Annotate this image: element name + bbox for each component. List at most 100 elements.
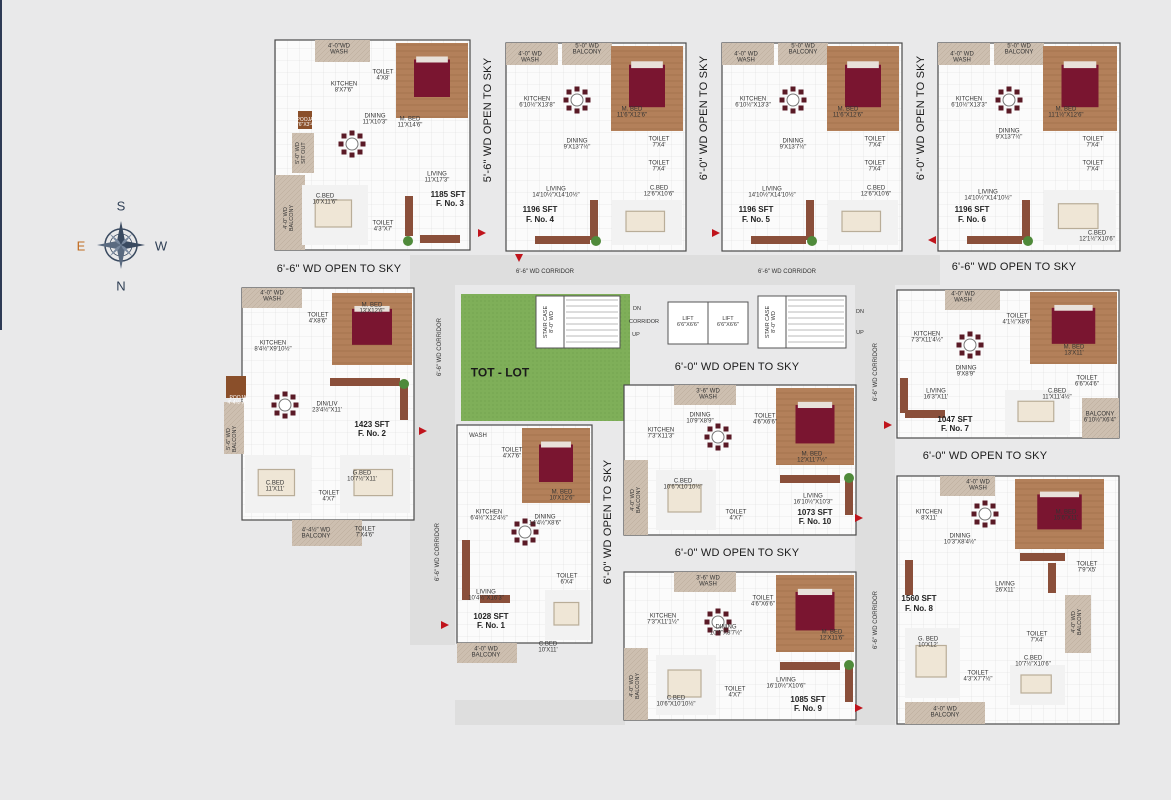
corridor-label: 6'-6" WD CORRIDOR: [758, 268, 816, 275]
flat-number-label: F. No. 6: [957, 214, 987, 224]
dining-chair: [978, 342, 984, 348]
wash-area: [315, 40, 370, 62]
bed-pillow: [797, 401, 833, 409]
bed-pillow: [416, 56, 448, 63]
sofa: [462, 540, 470, 600]
dining-chair: [1006, 86, 1012, 92]
wash-area: [506, 43, 558, 65]
flat-area-label: 1560 SFT: [901, 593, 937, 603]
single-bed: [915, 644, 947, 678]
dining-chair: [338, 141, 344, 147]
room-label: 4'-0" WD WASH: [734, 51, 758, 64]
room-label: DINING 10'3"X8'4½": [943, 533, 977, 546]
room-label: 4'-0" WD BALCONY: [629, 672, 641, 700]
room-label: DINING 9'X13'7½": [563, 138, 591, 151]
open-to-sky-label: 6'-0" WD OPEN TO SKY: [922, 450, 1048, 463]
room-label: LIVING 14'10½"X14'10½": [748, 186, 796, 199]
wash-area: [940, 476, 995, 496]
room-label: TOILET 7'9"X5': [1076, 561, 1098, 574]
balcony: [457, 643, 517, 663]
dining-chair: [790, 86, 796, 92]
flat-number-label: F. No. 3: [435, 198, 465, 208]
sofa: [1022, 200, 1030, 240]
dining-chair: [790, 108, 796, 114]
dining-chair: [522, 540, 528, 546]
room-label: C.BED 10'7½"X10'6": [1015, 655, 1051, 668]
flat-area-label: 1423 SFT: [354, 419, 390, 429]
dining-chair: [715, 423, 721, 429]
dining-chair: [982, 500, 988, 506]
dining-table: [278, 398, 292, 412]
balcony: [1082, 398, 1119, 438]
plant: [844, 660, 854, 670]
room-label: M. BED 12'X11'7½": [797, 451, 827, 464]
room-label: TOILET 6'6"X4'6": [1075, 375, 1099, 388]
room-label: 4'-0" WD BALCONY: [283, 204, 295, 232]
room-label: TOILET 7'X4': [1082, 160, 1104, 173]
room-label: LIVING 26'X11': [995, 581, 1015, 594]
bed: [1051, 307, 1096, 344]
wash-area: [938, 43, 990, 65]
balcony: [1065, 595, 1091, 653]
dining-chair: [956, 342, 962, 348]
dining-chair: [533, 529, 539, 535]
single-bed: [257, 468, 296, 497]
room-label: 3'-6" WD WASH: [696, 575, 720, 588]
room-label: C.BED 10'X11'6": [312, 193, 338, 206]
room-label: DINING 10'9"X8'7½": [709, 624, 743, 637]
wash-area: [722, 43, 774, 65]
single-bed: [314, 199, 353, 228]
plant: [399, 379, 409, 389]
room-label: TOILET 4'6"X6'6": [751, 595, 775, 608]
room-label: C.BED 12'6"X10'6": [643, 185, 675, 198]
room-label: KITCHEN 7'3"X11'3": [647, 427, 675, 440]
room-label: 4'-0" WD BALCONY: [630, 486, 642, 514]
staircase-label: STAIR CASE 8'-0" WD: [543, 305, 555, 339]
dining-chair: [715, 608, 721, 614]
bed: [845, 64, 881, 108]
edge-line: [0, 0, 2, 330]
room-label: G.BED 10'7½"X11': [347, 470, 377, 483]
open-to-sky-label: 6'-6" WD OPEN TO SKY: [276, 263, 402, 276]
bed-pillow: [541, 441, 571, 448]
dining-chair: [782, 89, 788, 95]
core: [535, 295, 847, 349]
room-label: KITCHEN 7'3"X11'1½": [647, 613, 679, 626]
flat-area-label: 1185 SFT: [430, 189, 466, 199]
room-label: KITCHEN 6'10½"X13'3": [951, 96, 987, 109]
dining-table: [570, 93, 584, 107]
room-label: DINING 9'X13'7½": [779, 138, 807, 151]
bed: [1061, 64, 1099, 108]
bed-pillow: [797, 588, 833, 596]
dining-chair: [585, 97, 591, 103]
room-label: KITCHEN 6'10½"X13'3": [735, 96, 771, 109]
dining-chair: [514, 537, 520, 543]
dining-chair: [1006, 108, 1012, 114]
flat-area-label: 1196 SFT: [522, 204, 558, 214]
dining-chair: [704, 619, 710, 625]
dining-chair: [975, 334, 981, 340]
bed-pillow: [1063, 61, 1097, 69]
flat-number-label: F. No. 8: [904, 603, 934, 613]
single-bed: [1020, 674, 1052, 694]
sofa: [535, 236, 590, 244]
bed: [1037, 494, 1082, 530]
room-label: KITCHEN 7'3"X11'4½": [911, 331, 943, 344]
dining-chair: [282, 391, 288, 397]
dining-chair: [341, 149, 347, 155]
room-label: TOILET 4'X7': [318, 490, 340, 503]
dining-chair: [290, 394, 296, 400]
dining-chair: [723, 426, 729, 432]
sofa: [905, 410, 945, 418]
room-label: DINING 14'4½"X8'6": [528, 514, 562, 527]
dining-table: [518, 525, 532, 539]
room-label: C.BED 12'1½"X10'6": [1079, 230, 1115, 243]
single-bed: [1057, 203, 1099, 230]
room-label: TOILET 6'X4': [556, 573, 578, 586]
dining-chair: [974, 519, 980, 525]
sofa: [480, 595, 510, 603]
dining-chair: [574, 86, 580, 92]
room-label: DINING 9'X13'7½": [995, 128, 1023, 141]
up-label: UP: [856, 330, 864, 337]
room-label: 4'-0" WD BALCONY: [471, 646, 501, 659]
